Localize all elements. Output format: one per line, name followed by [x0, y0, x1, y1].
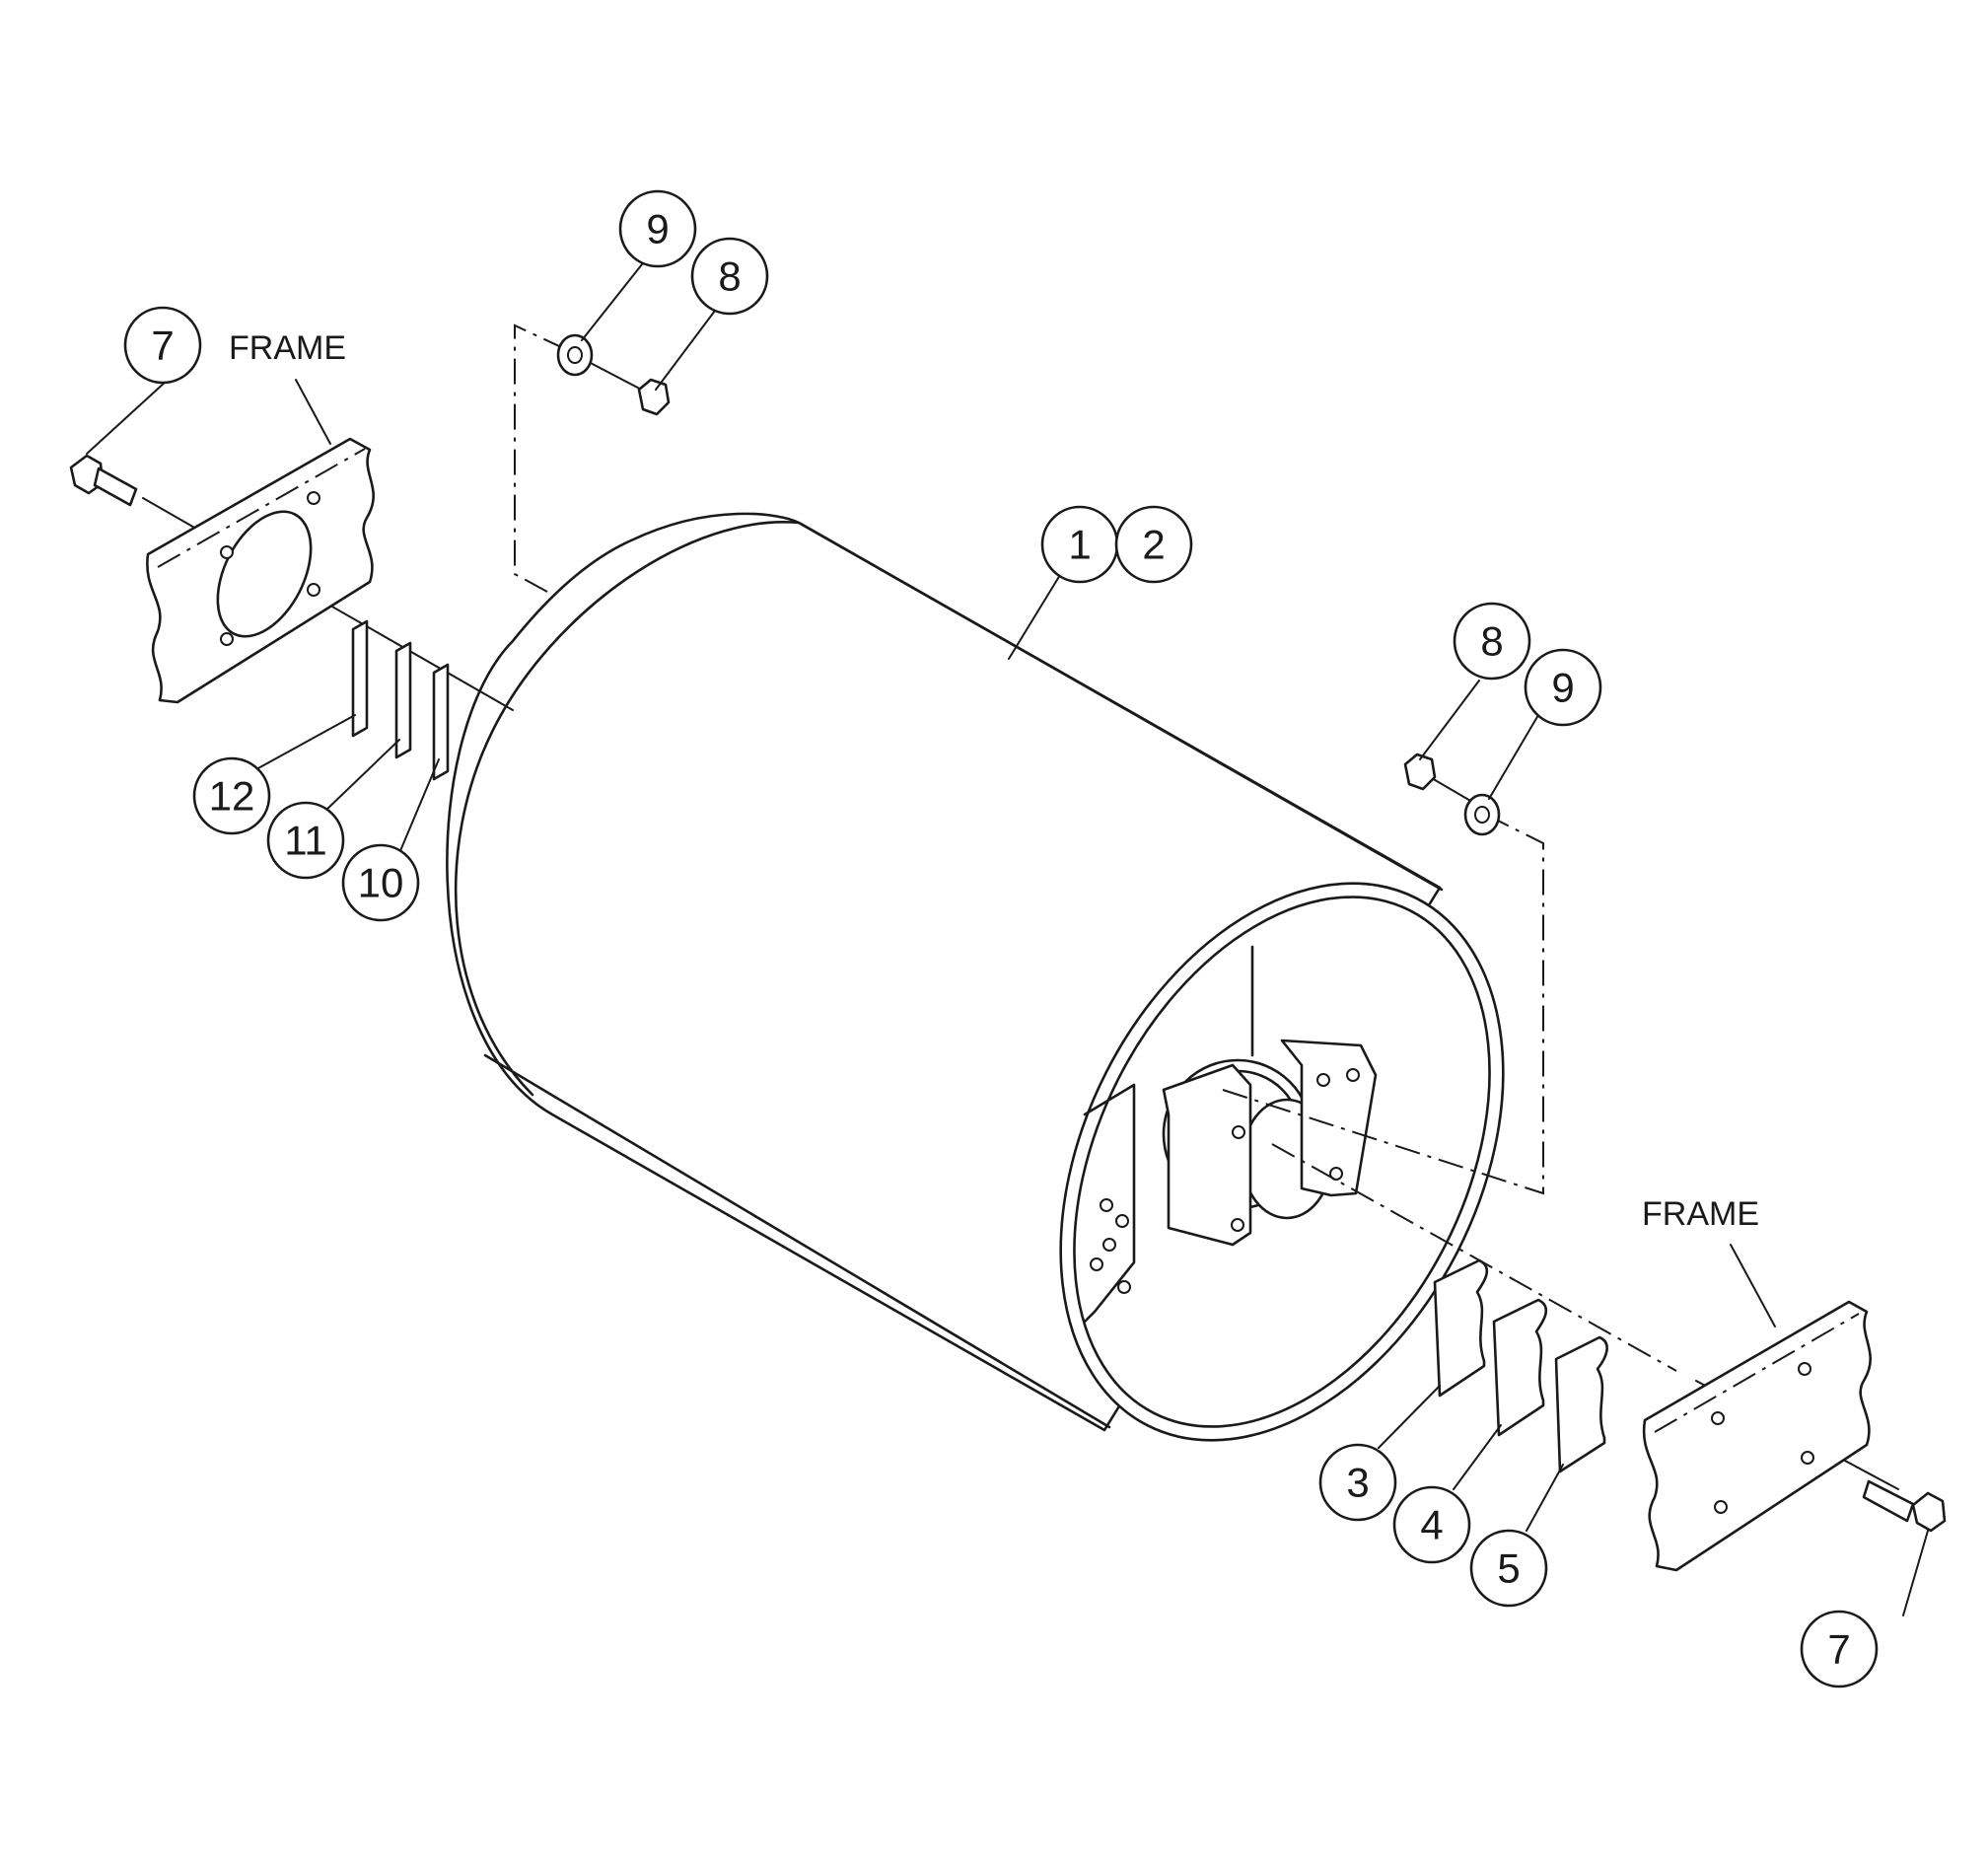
drum-assembly	[446, 512, 1505, 1442]
spacer-5	[1554, 1335, 1608, 1473]
callout-9-right: 9	[1524, 648, 1602, 727]
callout-5: 5	[1469, 1529, 1548, 1608]
callout-8-top-text: 8	[718, 253, 741, 300]
guide-line-right	[1222, 813, 1544, 1195]
washer-right-hole	[1474, 806, 1490, 824]
shim-12	[351, 619, 369, 738]
callout-10: 10	[341, 843, 420, 922]
callout-11-text: 11	[284, 818, 327, 864]
callout-8-top: 8	[690, 237, 769, 316]
hole	[1316, 1073, 1330, 1087]
callout-12: 12	[192, 756, 271, 835]
hole	[1346, 1068, 1360, 1082]
callout-4-text: 4	[1420, 1502, 1443, 1548]
washer-top-hole	[567, 346, 583, 364]
frame-left	[146, 437, 375, 704]
callout-1-text: 1	[1068, 522, 1091, 568]
hole	[1090, 1257, 1103, 1271]
spacer-4	[1492, 1298, 1548, 1437]
leader-8-top	[655, 310, 716, 391]
frame-right-plate	[1642, 1300, 1872, 1572]
hole	[1232, 1125, 1245, 1139]
hole	[307, 583, 320, 597]
leader-1	[1008, 574, 1061, 660]
spacer-3	[1433, 1258, 1489, 1398]
hole	[220, 632, 234, 646]
callout-3-text: 3	[1346, 1460, 1369, 1506]
leader-11	[324, 739, 400, 812]
frame-right	[1642, 1300, 1872, 1572]
callout-4: 4	[1392, 1485, 1471, 1564]
callout-8-right: 8	[1453, 602, 1531, 681]
callout-7-left: 7	[123, 306, 202, 385]
hole	[307, 491, 320, 505]
callout-12-text: 12	[209, 773, 255, 820]
callout-9-top: 9	[618, 189, 697, 268]
hole	[1115, 1214, 1129, 1228]
nut-top	[637, 378, 671, 416]
callout-9-top-text: 9	[646, 206, 669, 252]
callout-7-right-text: 7	[1827, 1626, 1850, 1673]
bolt-left-shank	[93, 466, 138, 507]
hole	[1231, 1218, 1244, 1232]
frame-left-label: FRAME	[229, 329, 346, 367]
shim-10	[432, 663, 450, 781]
callouts: 1 2 9 8 7 8 9 12	[123, 189, 1879, 1688]
guide-line-top	[514, 323, 575, 593]
callout-7-left-text: 7	[151, 323, 174, 369]
bolt-right-shank	[1862, 1479, 1915, 1523]
frame-right-label: FRAME	[1642, 1195, 1759, 1233]
leader-lines	[86, 258, 1929, 1616]
shim-11	[394, 641, 412, 759]
hole	[1100, 1198, 1113, 1212]
hole	[1798, 1362, 1811, 1376]
fasteners	[69, 333, 1947, 1533]
callout-9-right-text: 9	[1551, 665, 1574, 711]
callout-11: 11	[266, 801, 345, 880]
shims-left	[351, 619, 450, 781]
leader-7-right	[1902, 1530, 1929, 1616]
spacers-right	[1433, 1258, 1608, 1473]
drum-top-edge	[799, 522, 1444, 892]
hole	[1801, 1451, 1814, 1465]
callout-3: 3	[1318, 1443, 1397, 1522]
hole	[1329, 1167, 1343, 1181]
hole	[1711, 1411, 1725, 1425]
leader-4	[1453, 1424, 1502, 1490]
leader-12	[255, 714, 356, 770]
callout-7-right: 7	[1800, 1610, 1879, 1688]
leader-8-right	[1419, 680, 1480, 760]
callout-10-text: 10	[358, 860, 404, 906]
frame-left-edge-line	[157, 448, 366, 568]
leader-10	[398, 758, 440, 854]
drum-inner-plate	[1083, 945, 1254, 1324]
nut-right	[1403, 753, 1437, 791]
hole	[1102, 1238, 1116, 1252]
bolt-right-head	[1911, 1491, 1947, 1533]
callout-2: 2	[1114, 505, 1193, 584]
hole	[220, 545, 234, 559]
callout-8-right-text: 8	[1480, 618, 1503, 665]
drum-bottom-edge	[483, 1053, 1111, 1429]
hole	[1714, 1500, 1728, 1514]
frame-right-edge-line	[1654, 1313, 1860, 1433]
hole	[1117, 1280, 1131, 1294]
leader-9-top	[581, 258, 647, 341]
leader-5	[1526, 1464, 1564, 1532]
leader-frame-right	[1730, 1244, 1776, 1328]
motor-bracket-left	[1162, 1063, 1252, 1247]
leader-7-left	[86, 370, 178, 455]
drum-back-edge	[454, 521, 801, 1097]
leader-9-right	[1488, 714, 1539, 800]
leader-frame-left	[295, 379, 331, 445]
drum-front-rim-inner	[1073, 896, 1491, 1428]
guide-line-front-axis	[1271, 1143, 1677, 1372]
callout-1: 1	[1040, 505, 1119, 584]
frame-left-plate	[146, 437, 375, 704]
leader-3	[1378, 1385, 1441, 1449]
callout-2-text: 2	[1142, 522, 1165, 568]
callout-5-text: 5	[1497, 1545, 1520, 1592]
